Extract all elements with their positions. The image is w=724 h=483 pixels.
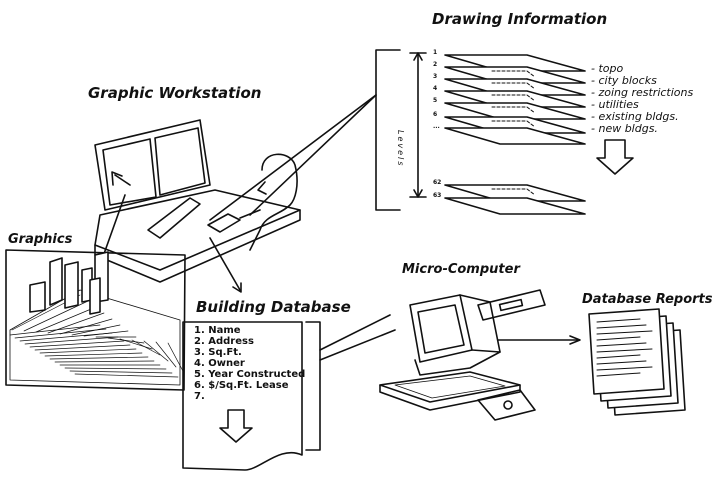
street-line xyxy=(44,352,143,357)
street-line xyxy=(74,373,179,378)
street-line xyxy=(83,330,129,337)
layer-number: ... xyxy=(433,123,440,130)
title-graphic-workstation: Graphic Workstation xyxy=(88,84,262,102)
drawing-layer xyxy=(444,90,586,108)
street-line xyxy=(29,340,125,348)
drawing-layer xyxy=(444,66,586,84)
drawing-layer xyxy=(444,78,586,96)
drawing-layer xyxy=(444,102,586,120)
building-database-document xyxy=(182,314,396,471)
drawing-layer xyxy=(444,127,586,145)
hidden-edge xyxy=(491,120,536,128)
report-text-line xyxy=(596,366,653,371)
layer-number: 2 xyxy=(433,61,438,68)
drawing-layer xyxy=(444,54,586,72)
title-graphics: Graphics xyxy=(8,232,73,247)
hidden-edge xyxy=(491,70,536,78)
street-line xyxy=(167,342,185,374)
database-field: 6. $/Sq.Ft. Lease xyxy=(194,380,289,391)
street-line xyxy=(34,344,131,351)
micro-computer-sketch xyxy=(379,289,581,421)
database-field: 5. Year Constructed xyxy=(194,369,306,380)
layer-number: 62 xyxy=(433,179,442,186)
title-building-database: Building Database xyxy=(196,298,351,316)
street-line xyxy=(119,338,153,350)
street-line xyxy=(155,341,177,368)
report-text-line xyxy=(596,354,641,359)
street-line xyxy=(64,367,167,370)
bracket xyxy=(375,49,401,211)
down-arrow-icon xyxy=(596,139,634,175)
report-text-line xyxy=(596,318,641,323)
hidden-edge xyxy=(491,94,536,102)
street-line xyxy=(69,370,173,374)
connector-line xyxy=(249,94,377,216)
hidden-edge xyxy=(491,106,536,114)
layer-label: - existing bldgs. xyxy=(591,110,679,123)
title-drawing-information: Drawing Information xyxy=(432,10,608,28)
title-micro-computer: Micro-Computer xyxy=(402,262,520,277)
layer-label: - city blocks xyxy=(591,74,657,87)
layer-label: - zoing restrictions xyxy=(591,86,694,99)
street-line xyxy=(54,360,155,363)
database-reports-sketch xyxy=(588,308,686,416)
street-line xyxy=(23,300,89,332)
report-text-line xyxy=(596,360,647,365)
database-field: 4. Owner xyxy=(194,358,245,369)
street-line xyxy=(39,348,137,354)
street-line xyxy=(71,324,121,336)
graphics-image-sketch xyxy=(5,249,186,391)
drawing-layer xyxy=(444,184,586,202)
layer-number: 63 xyxy=(433,192,442,199)
street-line xyxy=(107,337,145,344)
connector-line xyxy=(209,94,377,221)
layer-stack xyxy=(444,54,586,215)
title-database-reports: Database Reports xyxy=(582,292,713,307)
layer-number: 5 xyxy=(433,97,438,104)
report-text-line xyxy=(596,330,653,335)
database-field: 2. Address xyxy=(194,336,254,347)
graphic-workstation-sketch xyxy=(94,119,301,293)
database-field: 3. Sq.Ft. xyxy=(194,347,242,358)
street-line xyxy=(131,339,161,356)
levels-axis xyxy=(409,52,427,198)
layer-number: 1 xyxy=(433,49,438,56)
layer-label: - topo xyxy=(591,62,624,75)
report-text-line xyxy=(596,372,641,377)
layer-label: - utilities xyxy=(591,98,639,111)
street-line xyxy=(143,340,169,362)
report-text-line xyxy=(596,342,647,347)
street-line xyxy=(59,318,113,335)
street-line xyxy=(49,356,149,360)
report-text-line xyxy=(596,324,647,329)
database-field: 1. Name xyxy=(194,325,241,336)
layer-number: 3 xyxy=(433,73,438,80)
layer-number: 6 xyxy=(433,111,438,118)
report-text-line xyxy=(596,336,641,341)
levels-label: Levels xyxy=(396,130,405,168)
hidden-edge xyxy=(491,82,536,90)
layer-label: - new bldgs. xyxy=(591,122,658,135)
database-field: 7. xyxy=(194,391,205,402)
drawing-layer xyxy=(444,197,586,215)
layer-number: 4 xyxy=(433,85,438,92)
report-text-line xyxy=(596,348,653,353)
street-line xyxy=(47,312,105,334)
street-line xyxy=(24,336,119,345)
hidden-edge xyxy=(491,188,536,196)
street-line xyxy=(35,306,97,333)
